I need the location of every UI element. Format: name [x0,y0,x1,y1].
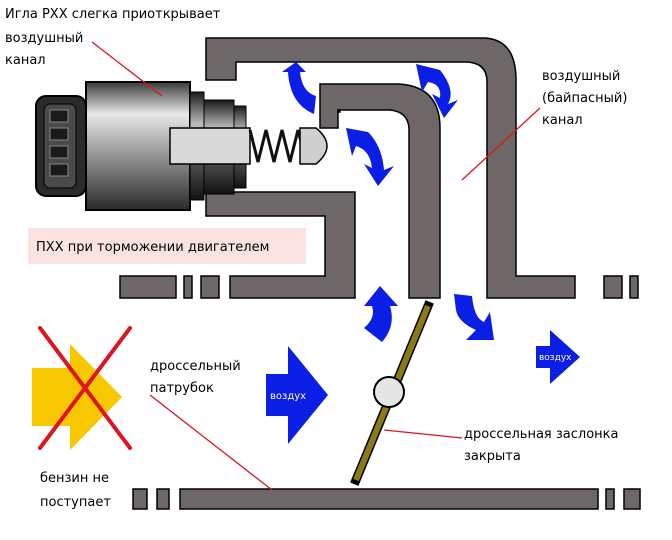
air-curve-arrow-4-icon [364,286,398,342]
pipe-upper-segment-5 [629,275,639,299]
throttle-axis [373,376,405,408]
pipe-upper-segment-2 [183,275,193,299]
pipe-lower-segment-1 [132,488,148,510]
air-arrow-small-icon [536,330,580,384]
air-curve-arrow-3-icon [346,128,394,186]
needle-label-line3: канал [5,53,46,68]
air-arrow-big-icon [266,346,328,444]
air-curve-arrow-2-icon [416,64,458,118]
throttle-valve-label-line2: закрыта [464,449,521,464]
bypass-label-line3: канал [542,113,583,128]
pipe-upper-segment-4 [603,275,623,299]
pipe-lower-main [179,488,599,510]
iac-chamber-bottom-wall [205,191,356,299]
fuel-blocked-cross-icon [38,326,132,450]
bypass-outer-wall [205,37,576,299]
fuel-label-line1: бензин не [40,471,109,486]
pipe-lower-segment-4 [623,488,641,510]
pipe-lower-segment-3 [605,488,615,510]
iac-motor [35,81,328,211]
throttle-body-label-line1: дроссельный [150,359,241,374]
bypass-label-line1: воздушный [542,69,620,84]
air-curve-arrow-1-icon [282,62,316,114]
fuel-label-line2: поступает [40,495,111,510]
pipe-upper-segment-1 [119,275,177,299]
needle-seat-wall [337,109,341,113]
spring-icon [248,129,308,163]
callout-lines [91,41,541,491]
air-small-label: воздух [539,353,572,363]
pipe-lower-segment-2 [156,488,170,510]
needle-label-line2: воздушный [5,31,83,46]
bypass-inner-wall [319,83,441,299]
air-curve-arrow-5-icon [454,294,494,340]
pipe-upper-segment-3 [200,275,220,299]
throttle-valve-label-line1: дроссельная заслонка [464,427,618,442]
iac-braking-label: ПХХ при торможении двигателем [36,240,269,255]
throttle-body-label-line2: патрубок [150,381,214,396]
needle-tip [299,127,328,165]
iac-braking-label-bg [28,228,306,264]
bypass-label-line2: (байпасный) [542,91,627,106]
air-big-label: воздух [270,391,306,402]
needle-label-line1: Игла РХХ слегка приоткрывает [5,7,221,22]
